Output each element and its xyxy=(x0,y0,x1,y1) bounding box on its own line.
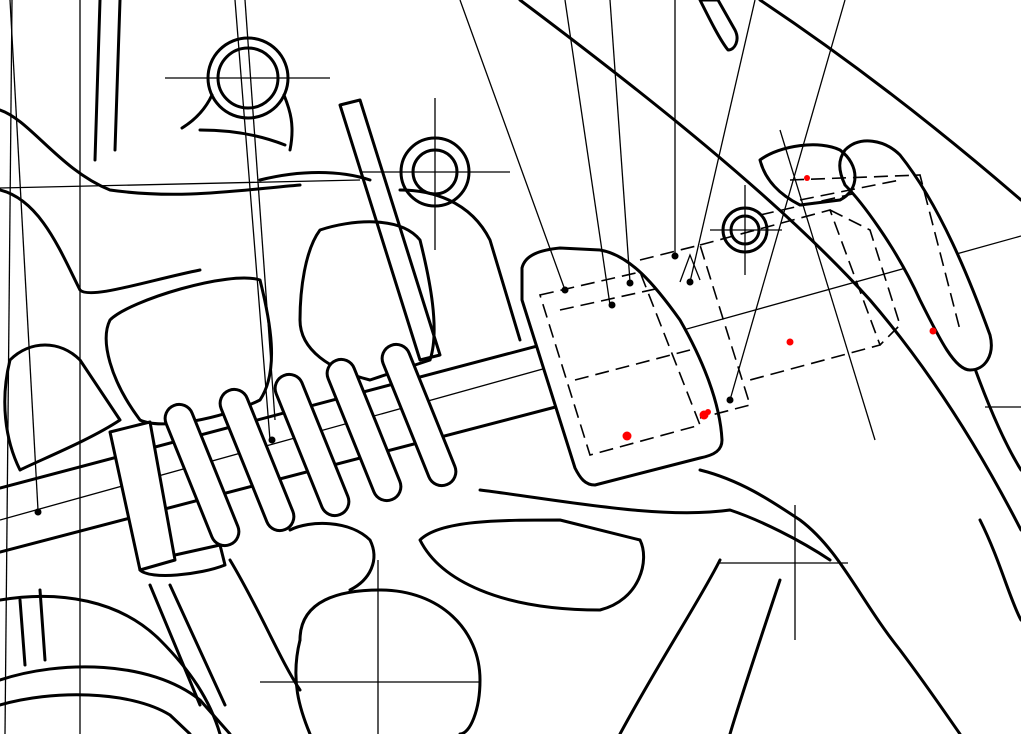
right-small-pin xyxy=(710,185,782,275)
red-marker xyxy=(705,409,711,415)
red-marker xyxy=(929,327,937,335)
leader-dots xyxy=(34,252,734,516)
red-markers xyxy=(622,175,937,441)
shaft-collar xyxy=(108,420,227,707)
upper-center-pin xyxy=(338,98,510,362)
red-marker xyxy=(804,175,810,181)
coil-spring xyxy=(163,342,458,548)
red-marker xyxy=(622,431,632,441)
upper-right-lever xyxy=(698,0,993,372)
top-left-pin xyxy=(165,36,330,152)
red-marker xyxy=(786,338,794,346)
main-shaft xyxy=(0,235,1021,554)
